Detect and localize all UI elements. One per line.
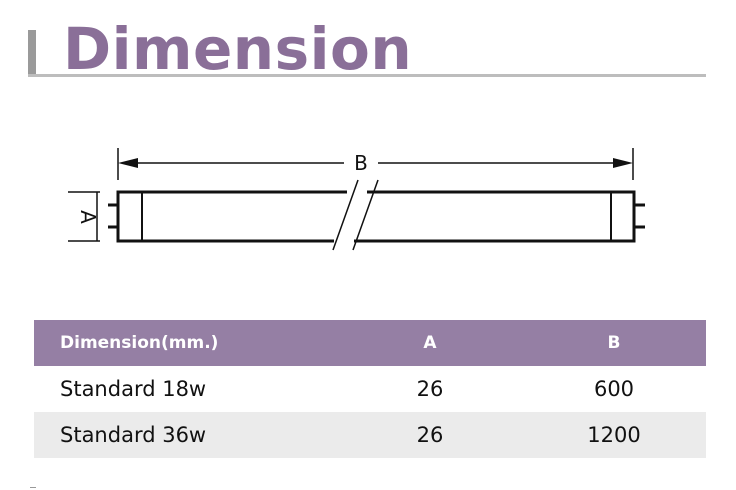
dimension-table: Dimension(mm.) A B Standard 18w 26 600 S… xyxy=(34,320,706,458)
break-mark-right xyxy=(352,179,379,251)
b-arrow-right-icon xyxy=(613,158,633,168)
tube-dimension-diagram: B A xyxy=(68,148,645,251)
break-mark-left xyxy=(332,179,359,251)
footer-mark xyxy=(30,487,36,488)
tube-body-left xyxy=(116,190,347,243)
row-value-a: 26 xyxy=(338,412,522,458)
row-value-b: 600 xyxy=(593,377,635,401)
row-value-a: 26 xyxy=(416,377,444,401)
row-value-b: 1200 xyxy=(522,412,706,458)
title-accent-bar xyxy=(28,30,36,76)
b-arrow-left-icon xyxy=(118,158,138,168)
header-dimension: Dimension(mm.) xyxy=(34,320,338,366)
label-b: B xyxy=(354,151,368,175)
table-row: Standard 36w 26 1200 xyxy=(34,412,706,458)
title-divider xyxy=(28,74,706,77)
header-a: A xyxy=(338,320,522,366)
row-name: Standard 36w xyxy=(34,412,338,458)
table-header-row: Dimension(mm.) A B xyxy=(34,320,706,366)
label-a: A xyxy=(76,210,100,224)
table-row: Standard 18w 26 600 xyxy=(34,366,706,412)
row-name: Standard 18w xyxy=(60,377,207,401)
page-title: Dimension xyxy=(63,15,413,83)
tube-body-right xyxy=(354,190,636,243)
header-b: B xyxy=(522,320,706,366)
